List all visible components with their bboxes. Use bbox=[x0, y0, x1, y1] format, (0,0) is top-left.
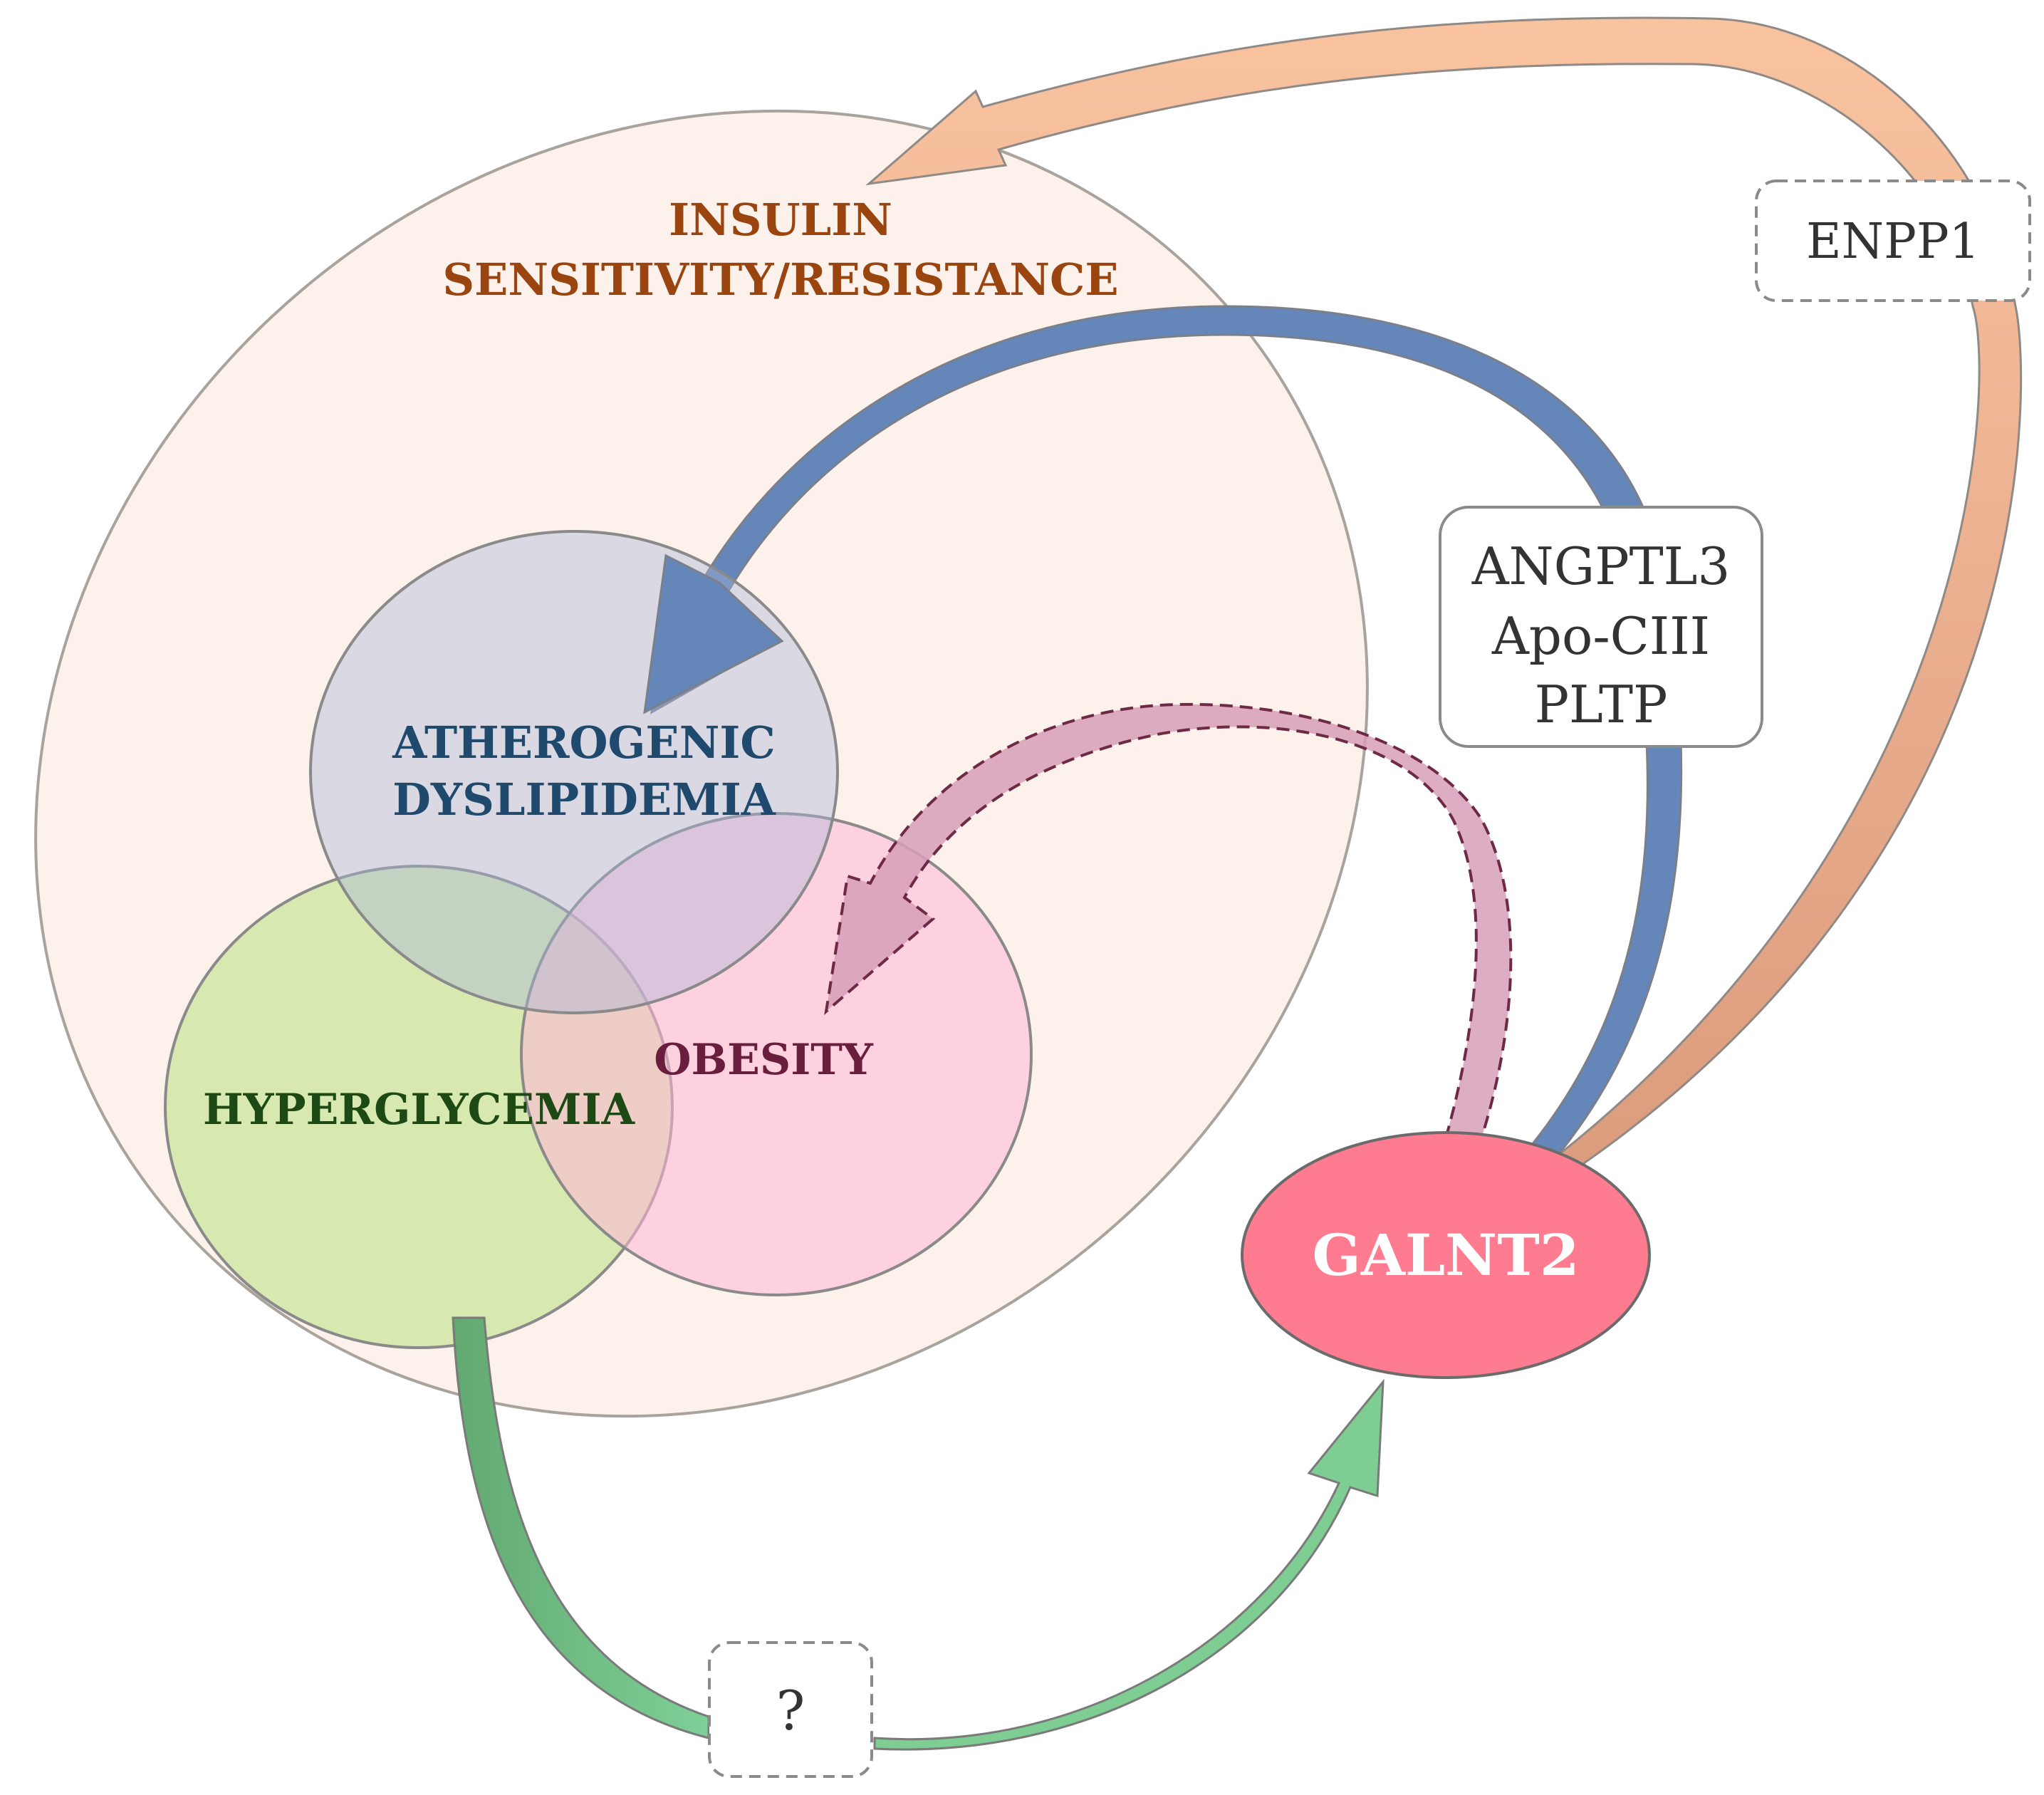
dyslipidemia-label-line2: DYSLIPIDEMIA bbox=[392, 774, 776, 826]
dyslipidemia-circle bbox=[309, 530, 839, 1014]
enpp1-box bbox=[1755, 180, 2031, 302]
lipid-genes-box bbox=[1439, 506, 1763, 748]
lipid-genes-line2: Apo-CIII bbox=[1491, 606, 1710, 666]
hyperglycemia-arrow bbox=[452, 1316, 1385, 1751]
lipid-arrow-head bbox=[643, 553, 784, 714]
unknown-mediator-box bbox=[708, 1641, 873, 1778]
insulin-label-line2: SENSITIVITY/RESISTANCE bbox=[442, 254, 1118, 306]
lipid-genes-line3: PLTP bbox=[1535, 675, 1668, 734]
unknown-mediator-label: ? bbox=[776, 1679, 805, 1742]
enpp1-arrow bbox=[865, 16, 2023, 1170]
enpp1-label: ENPP1 bbox=[1806, 214, 1980, 270]
insulin-label-line1: INSULIN bbox=[669, 194, 892, 246]
galnt2-node bbox=[1241, 1131, 1651, 1379]
lipid-genes-line1: ANGPTL3 bbox=[1471, 536, 1731, 596]
dyslipidemia-label-line1: ATHEROGENIC bbox=[392, 717, 775, 769]
obesity-dashed-arrow bbox=[824, 702, 1513, 1140]
hyperglycemia-label: HYPERGLYCEMIA bbox=[203, 1085, 636, 1135]
galnt2-label: GALNT2 bbox=[1313, 1222, 1580, 1289]
obesity-label: OBESITY bbox=[654, 1035, 874, 1085]
